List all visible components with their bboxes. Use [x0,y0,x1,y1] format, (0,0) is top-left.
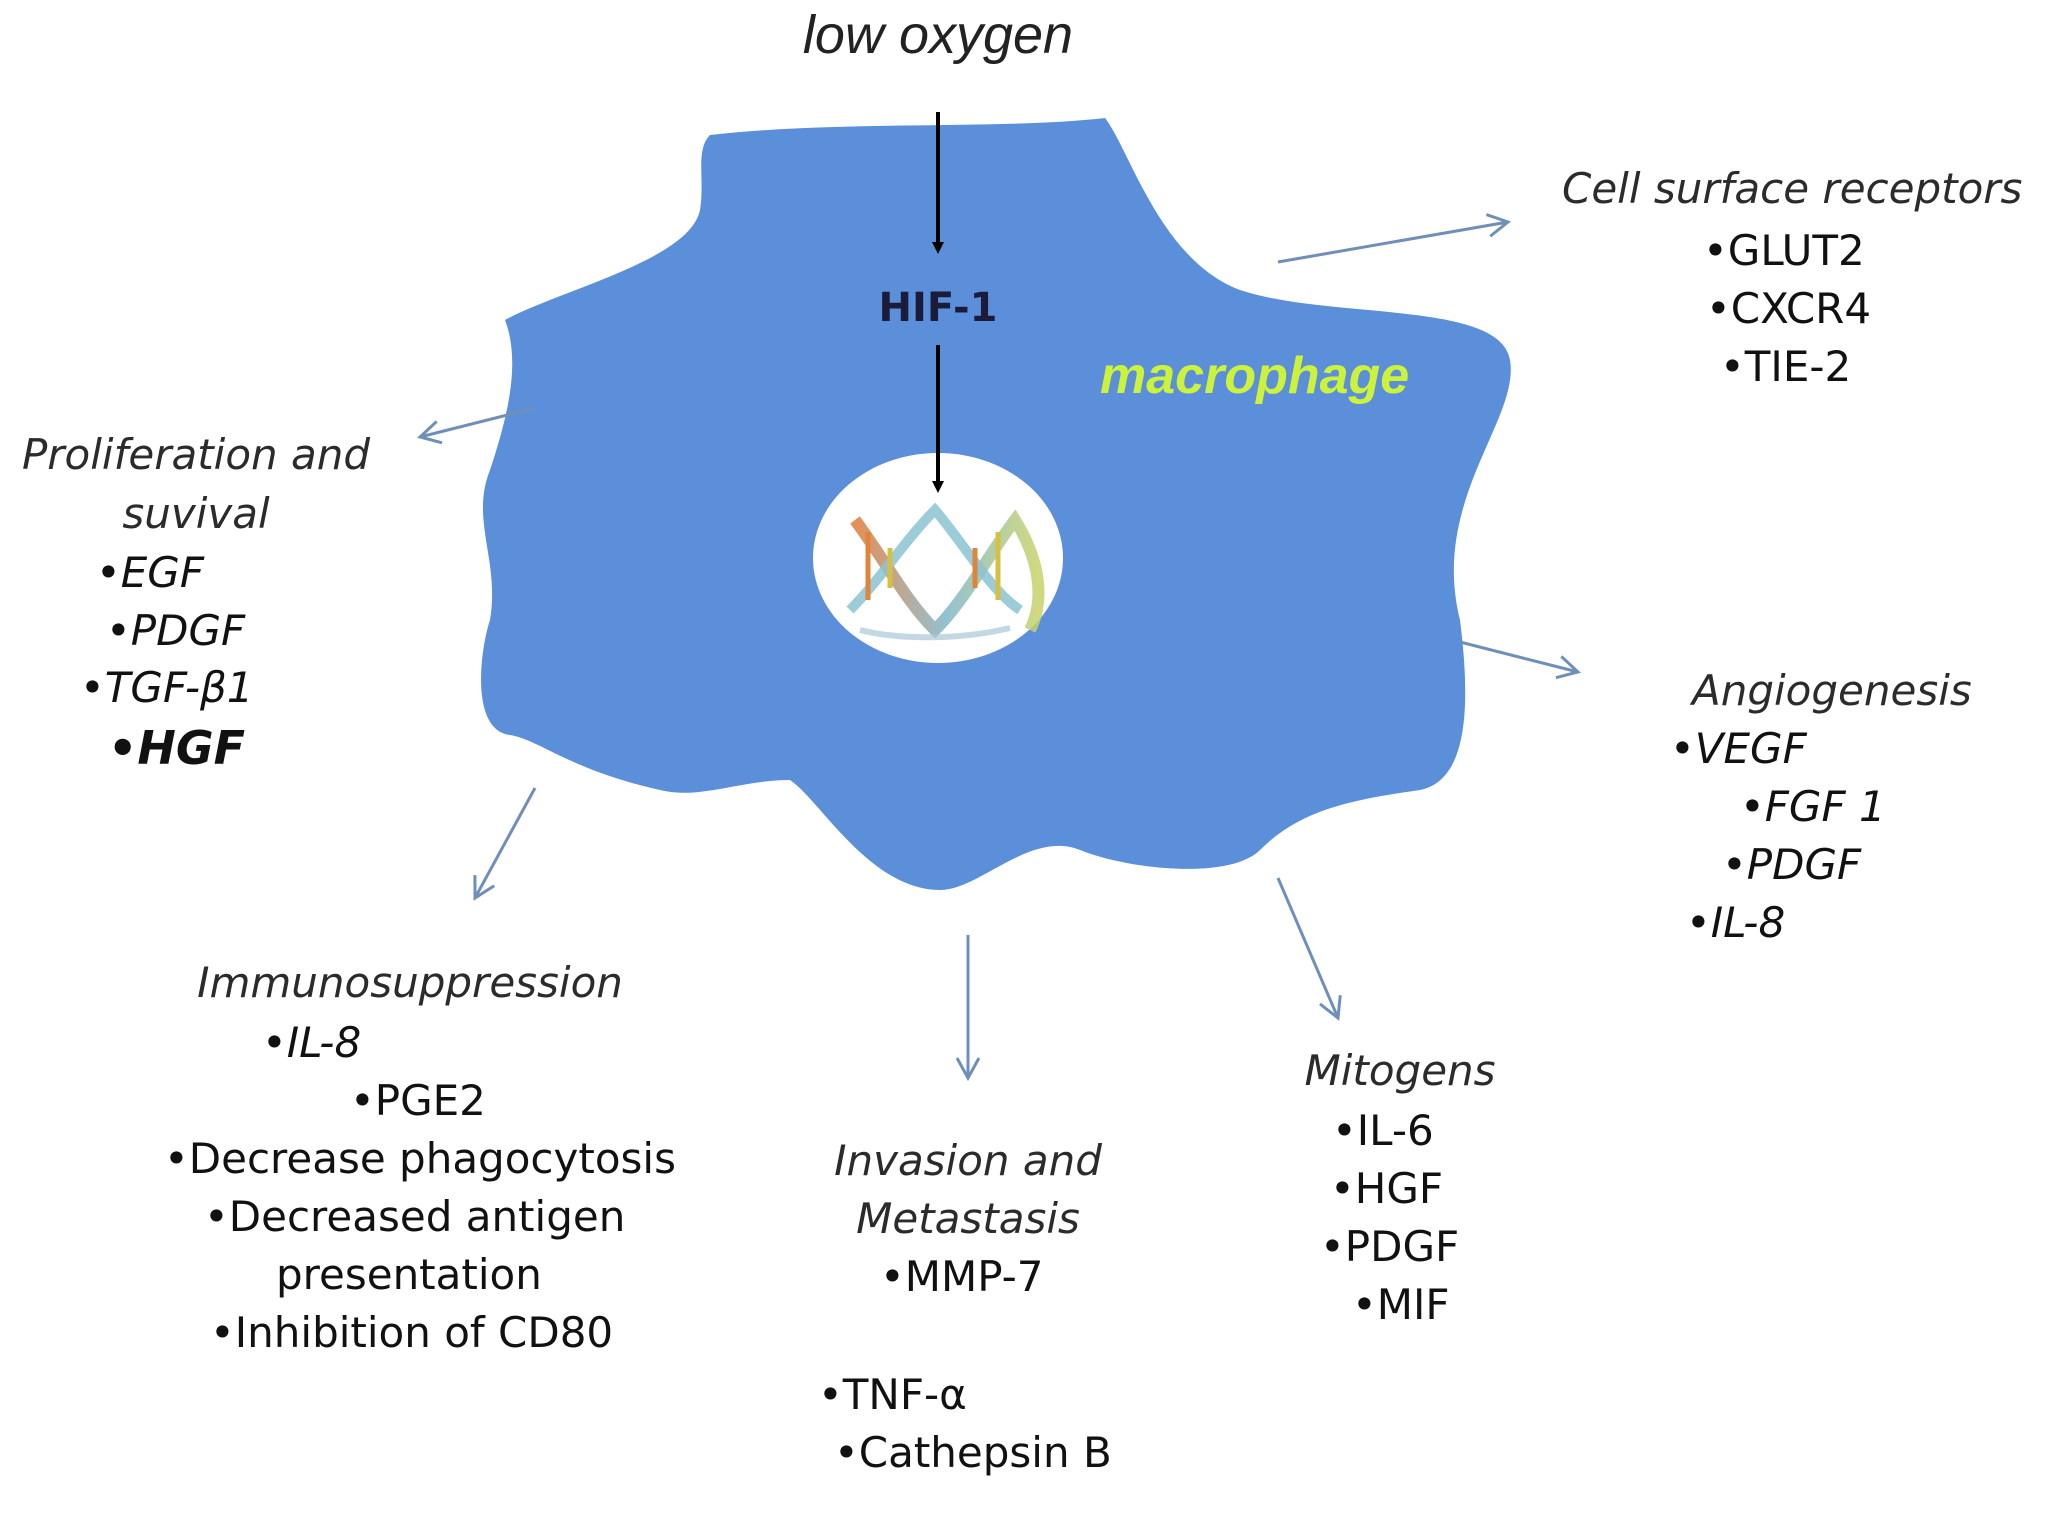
item-tgf-b1: •TGF-β1 [80,663,254,712]
heading-mitogens: Mitogens [1304,1046,1496,1095]
item-il8-immuno: •IL-8 [262,1018,362,1067]
heading-proliferation-line2: suvival [122,489,270,538]
hif-label: HIF-1 [878,285,998,331]
nucleus [813,453,1063,663]
arrow-to-surface-receptors [1277,213,1512,264]
item-il6: •IL-6 [1332,1106,1434,1155]
item-vegf: •VEGF [1670,724,1807,773]
item-hgf-mitogen: •HGF [1330,1164,1444,1213]
item-hgf: •HGF [108,721,246,775]
heading-surface-receptors: Cell surface receptors [1562,164,2023,213]
item-mmp7: •MMP-7 [880,1252,1044,1301]
item-pge2: •PGE2 [350,1076,486,1125]
item-cxcr4: •CXCR4 [1706,284,1872,333]
item-fgf1: •FGF 1 [1740,782,1886,831]
item-inhibition-cd80: •Inhibition of CD80 [210,1308,614,1357]
title-low-oxygen: low oxygen [802,5,1074,65]
item-cathepsin-b: •Cathepsin B [834,1428,1112,1477]
arrow-to-mitogens [1276,877,1342,1021]
item-egf: •EGF [96,548,205,597]
heading-proliferation-line1: Proliferation and [21,430,371,479]
item-pdgf-angio: •PDGF [1722,840,1862,889]
item-mif: •MIF [1352,1280,1450,1329]
item-presentation: presentation [276,1250,542,1299]
item-pdgf-mitogen: •PDGF [1320,1222,1460,1271]
heading-angiogenesis: Angiogenesis [1692,666,1972,715]
heading-invasion-line1: Invasion and [834,1136,1102,1185]
item-tie2: •TIE-2 [1720,342,1852,391]
heading-invasion-line2: Metastasis [856,1194,1080,1243]
item-il8-angio: •IL-8 [1686,898,1786,947]
item-pdgf: •PDGF [106,606,246,655]
item-decreased-antigen: •Decreased antigen [204,1192,626,1241]
dna-icon [846,502,1045,641]
item-decrease-phagocytosis: •Decrease phagocytosis [164,1134,676,1183]
arrow-to-proliferation [416,406,536,445]
macrophage-label: macrophage [1100,347,1410,405]
arrow-to-immunosuppression [473,787,537,901]
arrow-to-angiogenesis [1459,640,1582,680]
heading-immunosuppression: Immunosuppression [197,958,623,1007]
item-glut2: •GLUT2 [1703,226,1865,275]
item-tnf-alpha: •TNF-α [818,1370,967,1419]
